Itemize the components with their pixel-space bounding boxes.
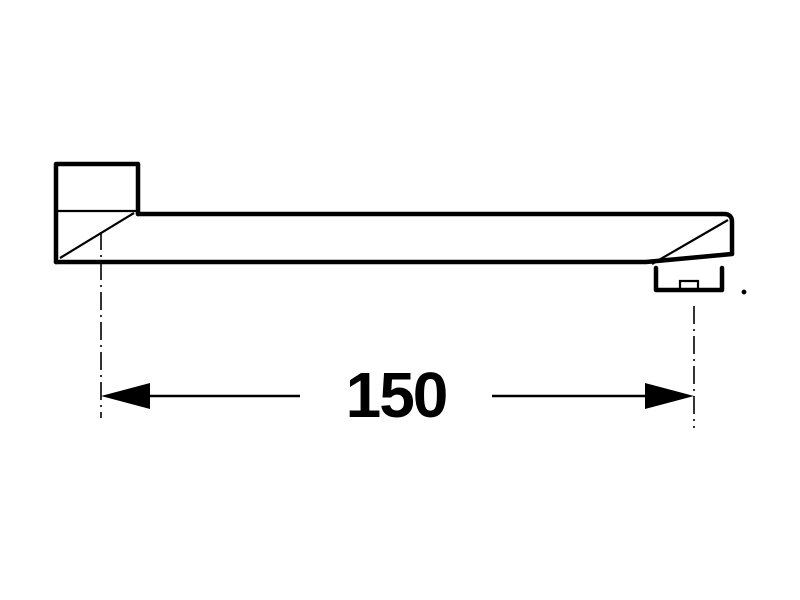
spout-tip-bevel xyxy=(651,219,729,265)
aerator-insert xyxy=(678,279,700,290)
reference-dot xyxy=(741,289,747,295)
dimension-arrow-right xyxy=(645,383,694,409)
dimension-label: 150 xyxy=(346,359,447,431)
wall-mount-bevel xyxy=(59,212,135,259)
spout-arm xyxy=(53,211,735,265)
dimension-arrow-left xyxy=(101,383,150,409)
wall-mount-block xyxy=(53,161,141,265)
aerator-body xyxy=(653,265,725,293)
